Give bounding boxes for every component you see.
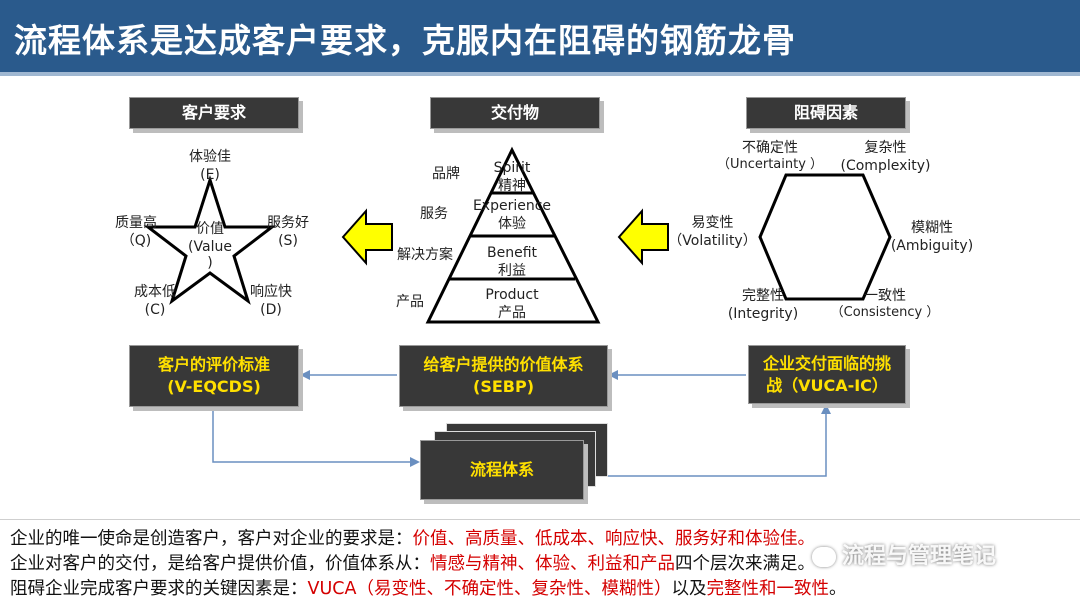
star-center-label: 价值 (Value )	[185, 220, 235, 270]
hex-label-top-left: 不确定性 （Uncertainty ）	[710, 139, 830, 174]
star-left-text: 质量高	[115, 215, 157, 231]
pyramid-level-spirit-en: Spirit	[493, 160, 531, 176]
header-obstacles-label: 阻碍因素	[793, 103, 858, 123]
hex-bottom-right-en: （Consistency ）	[830, 305, 940, 321]
summary-line-3-highlight-2: 完整性和一致性	[706, 579, 829, 599]
header-customer-requirements-label: 客户要求	[181, 103, 246, 123]
summary-line-3-highlight-1: VUCA（易变性、不确定性、复杂性、模糊性）	[307, 579, 672, 599]
pyramid-level-product: Product 产品	[462, 286, 562, 322]
watermark-text: 流程与管理笔记	[842, 544, 997, 569]
star-right-code: (S)	[278, 233, 298, 250]
hex-label-bottom-right: 一致性 （Consistency ）	[826, 287, 944, 322]
pyramid-level-product-en: Product	[485, 287, 539, 303]
pyramid-left-label-1: 服务	[420, 206, 448, 222]
summary-line-3: 阻碍企业完成客户要求的关键因素是：VUCA（易变性、不确定性、复杂性、模糊性）以…	[10, 578, 846, 601]
hexagon-shape	[758, 173, 892, 301]
box-value-system-line1: 给客户提供的价值体系	[423, 355, 584, 375]
box-customer-standard: 客户的评价标准 (V-EQCDS)	[129, 345, 299, 407]
hex-left-en: （Volatility）	[668, 233, 757, 250]
pyramid-level-benefit: Benefit 利益	[462, 244, 562, 280]
star-center-en: (Value	[188, 239, 232, 256]
hex-top-right-en: (Complexity)	[840, 158, 931, 175]
header-deliverables: 交付物	[430, 97, 600, 129]
header-deliverables-label: 交付物	[490, 103, 539, 123]
pyramid-left-label-0: 品牌	[432, 166, 460, 182]
pyramid-level-product-zh: 产品	[498, 305, 526, 322]
hex-right-text: 模糊性	[911, 220, 953, 236]
pyramid-level-benefit-zh: 利益	[498, 263, 526, 280]
summary-line-2: 企业对客户的交付，是给客户提供价值，价值体系从：情感与精神、体验、利益和产品四个…	[10, 553, 815, 576]
pyramid-level-experience-zh: 体验	[498, 216, 526, 233]
star-bottom-right-text: 响应快	[250, 284, 292, 300]
summary-line-3-end: 。	[828, 579, 847, 599]
star-center-text: 价值	[196, 221, 224, 237]
connector-process-to-challenge	[582, 404, 831, 477]
hex-left-text: 易变性	[691, 215, 734, 231]
star-left-code: （Q)	[120, 233, 152, 250]
slide-title: 流程体系是达成客户要求，克服内在阻碍的钢筋龙骨	[14, 21, 796, 60]
box-challenges-line1: 企业交付面临的挑	[762, 353, 891, 373]
box-customer-standard-line1: 客户的评价标准	[157, 355, 270, 375]
hex-label-top-right: 复杂性 (Complexity)	[828, 139, 943, 175]
summary-line-3-prefix: 阻碍企业完成客户要求的关键因素是：	[10, 579, 308, 599]
star-top-code: (E)	[200, 167, 220, 184]
box-process-system: 流程体系	[420, 440, 584, 500]
pyramid-left-label-3: 产品	[396, 294, 424, 310]
pyramid-level-experience-en: Experience	[472, 198, 552, 214]
star-label-left: 质量高 （Q)	[106, 214, 166, 250]
star-label-bottom-right: 响应快 (D)	[240, 283, 302, 319]
box-challenges: 企业交付面临的挑 战（VUCA-IC）	[748, 345, 906, 404]
header-obstacles: 阻碍因素	[746, 97, 906, 129]
star-label-bottom-left: 成本低 (C)	[125, 283, 185, 319]
box-customer-standard-line2: (V-EQCDS)	[167, 377, 261, 396]
hex-top-right-text: 复杂性	[864, 140, 907, 156]
star-shape	[143, 175, 277, 305]
header-customer-requirements: 客户要求	[129, 97, 299, 129]
star-bottom-left-text: 成本低	[134, 284, 176, 300]
hex-label-right: 模糊性 (Ambiguity)	[884, 219, 980, 255]
pyramid-level-spirit: Spirit 精神	[472, 159, 552, 195]
hex-right-en: (Ambiguity)	[890, 238, 974, 255]
summary-line-1: 企业的唯一使命是创造客户，客户对企业的要求是：价值、高质量、低成本、响应快、服务…	[10, 528, 815, 551]
star-bottom-left-code: (C)	[144, 302, 166, 319]
star-center-tail: )	[207, 255, 213, 272]
yellow-arrow-left-2	[617, 208, 669, 266]
star-bottom-right-code: (D)	[260, 302, 282, 319]
summary-line-3-mid: 以及	[671, 579, 707, 599]
wechat-icon	[812, 547, 836, 567]
connector-standard-to-process	[212, 405, 420, 467]
star-label-top: 体验佳 (E)	[178, 148, 242, 184]
box-challenges-line2: 战（VUCA-IC）	[766, 375, 888, 395]
pyramid-left-label-2: 解决方案	[397, 247, 453, 263]
summary-line-2-highlight: 情感与精神、体验、利益和产品	[430, 554, 675, 574]
hex-bottom-left-en: (Integrity)	[727, 306, 799, 323]
pyramid-level-experience: Experience 体验	[462, 197, 562, 233]
yellow-arrow-left-1	[341, 208, 393, 266]
summary-line-2-prefix: 企业对客户的交付，是给客户提供价值，价值体系从：	[10, 554, 430, 574]
summary-line-1-prefix: 企业的唯一使命是创造客户，客户对企业的要求是：	[10, 529, 413, 549]
box-value-system: 给客户提供的价值体系 (SEBP)	[399, 345, 608, 407]
hex-label-bottom-left: 完整性 (Integrity)	[718, 287, 808, 323]
pyramid-level-benefit-en: Benefit	[486, 245, 537, 261]
summary-panel: 企业的唯一使命是创造客户，客户对企业的要求是：价值、高质量、低成本、响应快、服务…	[0, 519, 1080, 609]
watermark: 流程与管理笔记	[812, 538, 996, 570]
hex-top-left-text: 不确定性	[742, 140, 798, 156]
box-process-system-label: 流程体系	[469, 460, 534, 480]
hex-bottom-right-text: 一致性	[864, 288, 906, 304]
star-top-text: 体验佳	[189, 149, 231, 165]
star-label-right: 服务好 (S)	[258, 214, 318, 250]
summary-line-1-highlight: 价值、高质量、低成本、响应快、服务好和体验佳。	[412, 529, 816, 549]
slide-header: 流程体系是达成客户要求，克服内在阻碍的钢筋龙骨	[0, 0, 1080, 76]
box-value-system-line2: (SEBP)	[473, 377, 534, 396]
hex-label-left: 易变性 （Volatility）	[665, 214, 760, 250]
hex-bottom-left-text: 完整性	[742, 288, 784, 304]
summary-line-2-suffix: 四个层次来满足。	[675, 554, 815, 574]
header-underline	[0, 72, 1080, 76]
pyramid-level-spirit-zh: 精神	[498, 178, 526, 195]
hex-top-left-en: （Uncertainty ）	[716, 157, 824, 173]
star-right-text: 服务好	[267, 215, 309, 231]
pyramid-shape	[425, 146, 601, 324]
